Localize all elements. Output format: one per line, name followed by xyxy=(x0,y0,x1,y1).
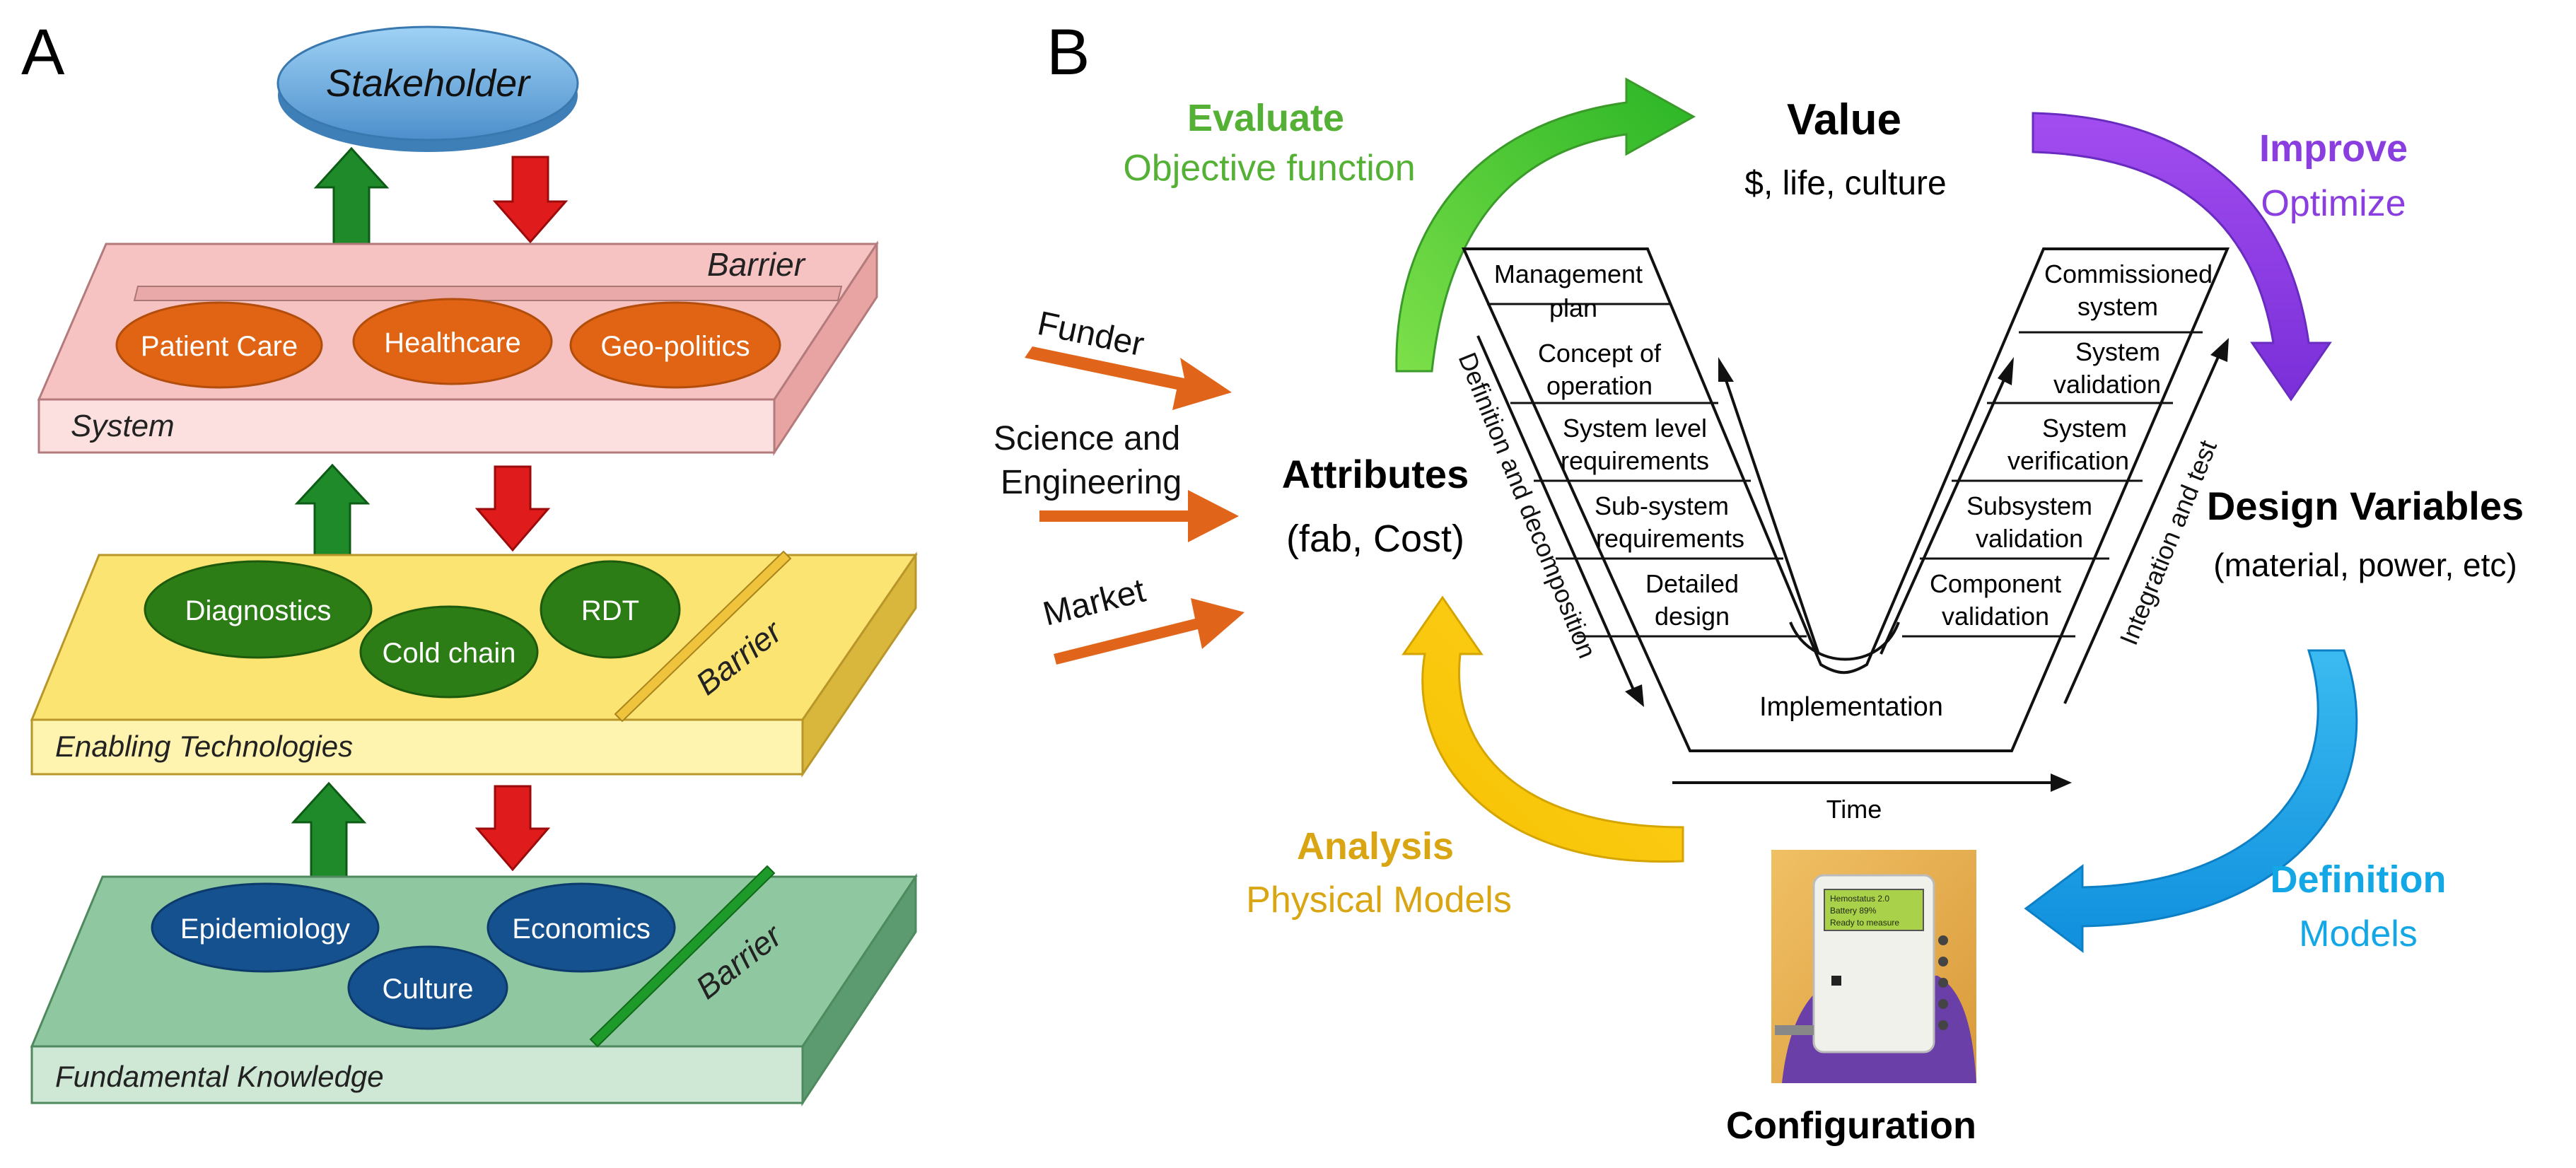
stakeholder-label: Stakeholder xyxy=(326,62,531,105)
analysis-title: Analysis xyxy=(1297,825,1454,868)
v-left-3b: requirements xyxy=(1561,446,1709,475)
up-arrow-enabling-system xyxy=(294,463,371,556)
implementation-label: Implementation xyxy=(1759,692,1943,722)
fundamental-item-culture: Culture xyxy=(347,945,508,1030)
improve-arrow xyxy=(2032,112,2332,402)
fundamental-layer-title: Fundamental Knowledge xyxy=(55,1060,384,1093)
v-left-5a: Detailed xyxy=(1645,569,1739,598)
value-subtitle: $, life, culture xyxy=(1744,165,1946,202)
design-variables-subtitle: (material, power, etc) xyxy=(2213,547,2517,583)
evaluate-arrow xyxy=(1395,77,1696,373)
enabling-layer-title: Enabling Technologies xyxy=(55,730,353,763)
system-layer: Barrier System Patient Care Healthcare G… xyxy=(37,240,879,457)
v-left-4b: requirements xyxy=(1596,524,1744,553)
definition-arrow xyxy=(2024,649,2358,953)
configuration-label: Configuration xyxy=(1726,1104,1976,1147)
v-right-2b: validation xyxy=(2053,370,2161,399)
economics-label: Economics xyxy=(512,913,651,945)
fundamental-knowledge-layer: Barrier Fundamental Knowledge Epidemiolo… xyxy=(30,865,918,1106)
v-left-1a: Management xyxy=(1494,259,1643,288)
device-screen xyxy=(1824,889,1924,931)
attributes-title: Attributes xyxy=(1282,452,1469,496)
patient-care-label: Patient Care xyxy=(141,331,298,362)
v-diagram xyxy=(1461,247,2230,752)
v-left-5b: design xyxy=(1655,602,1730,631)
analysis-arrow xyxy=(1401,595,1684,863)
analysis-subtitle: Physical Models xyxy=(1246,880,1512,921)
definition-decomposition-arrow xyxy=(1476,335,1644,707)
science-label-line1: Science and xyxy=(993,420,1180,457)
v-left-4a: Sub-system xyxy=(1595,491,1729,520)
evaluate-subtitle: Objective function xyxy=(1123,148,1415,189)
device-button xyxy=(1831,976,1841,986)
system-item-patient-care: Patient Care xyxy=(115,301,323,389)
v-right-4b: validation xyxy=(1976,524,2083,553)
culture-label: Culture xyxy=(383,974,474,1005)
panel-b-label: B xyxy=(1047,16,1090,88)
up-arrow-fundamental-enabling xyxy=(291,781,367,878)
v-right-5b: validation xyxy=(1942,602,2049,631)
science-arrow xyxy=(1039,490,1239,542)
v-right-2a: System xyxy=(2075,337,2160,366)
v-left-2b: operation xyxy=(1546,371,1653,400)
healthcare-label: Healthcare xyxy=(384,327,520,358)
definition-title: Definition xyxy=(2271,858,2447,901)
v-inner-arrows xyxy=(1718,357,2014,655)
device-screen-line3: Ready to measure xyxy=(1830,918,1899,928)
device-screen-line2: Battery 89% xyxy=(1830,906,1877,916)
v-right-1b: system xyxy=(2077,292,2158,321)
science-label-line2: Engineering xyxy=(1001,464,1182,501)
market-label: Market xyxy=(1039,572,1149,633)
fundamental-item-economics: Economics xyxy=(486,882,676,973)
funder-arrow xyxy=(1025,346,1232,410)
attributes-subtitle: (fab, Cost) xyxy=(1286,518,1464,560)
v-right-4a: Subsystem xyxy=(1966,491,2092,520)
value-title: Value xyxy=(1787,95,1901,144)
fundamental-item-epidemiology: Epidemiology xyxy=(151,882,380,973)
rdt-label: RDT xyxy=(581,595,639,626)
cold-chain-label: Cold chain xyxy=(382,638,515,669)
v-left-labels: Management plan Concept of operation Sys… xyxy=(1494,259,1744,631)
enabling-technologies-layer: Barrier Enabling Technologies Diagnostic… xyxy=(30,550,918,778)
integration-test-arrow xyxy=(2063,338,2229,704)
v-right-labels: Commissioned system System validation Sy… xyxy=(1930,259,2213,631)
system-item-healthcare: Healthcare xyxy=(352,298,553,385)
system-barrier-label: Barrier xyxy=(707,246,806,283)
improve-title: Improve xyxy=(2259,127,2408,170)
system-item-geo-politics: Geo-politics xyxy=(569,301,781,389)
v-left-1b: plan xyxy=(1549,293,1597,322)
v-right-1a: Commissioned xyxy=(2044,259,2213,288)
evaluate-title: Evaluate xyxy=(1187,97,1344,139)
time-label: Time xyxy=(1826,795,1882,824)
up-arrow-system-stakeholder xyxy=(313,146,390,245)
design-variables-title: Design Variables xyxy=(2207,484,2524,528)
system-layer-title: System xyxy=(71,409,175,443)
v-right-3a: System xyxy=(2042,414,2127,443)
geo-politics-label: Geo-politics xyxy=(600,331,750,362)
device-screen-line1: Hemostatus 2.0 xyxy=(1830,894,1889,904)
enabling-item-cold-chain: Cold chain xyxy=(359,605,539,699)
v-left-2a: Concept of xyxy=(1538,339,1662,368)
v-left-3a: System level xyxy=(1563,414,1707,443)
v-right-3b: verification xyxy=(2007,446,2129,475)
panel-a-label: A xyxy=(21,16,65,88)
diagnostics-label: Diagnostics xyxy=(185,595,332,626)
down-arrow-system-enabling xyxy=(474,465,551,552)
down-arrow-stakeholder-system xyxy=(492,156,569,244)
enabling-item-diagnostics: Diagnostics xyxy=(144,560,373,659)
configuration-photo: Hemostatus 2.0 Battery 89% Ready to meas… xyxy=(1771,850,1976,1083)
definition-subtitle: Models xyxy=(2299,913,2418,954)
time-arrow xyxy=(1672,773,2072,792)
market-arrow xyxy=(1054,598,1245,665)
epidemiology-label: Epidemiology xyxy=(180,913,350,945)
down-arrow-enabling-fundamental xyxy=(474,785,551,872)
stakeholder-node: Stakeholder xyxy=(276,25,579,152)
enabling-item-rdt: RDT xyxy=(540,560,681,659)
improve-subtitle: Optimize xyxy=(2261,183,2406,224)
v-right-5a: Component xyxy=(1930,569,2061,598)
